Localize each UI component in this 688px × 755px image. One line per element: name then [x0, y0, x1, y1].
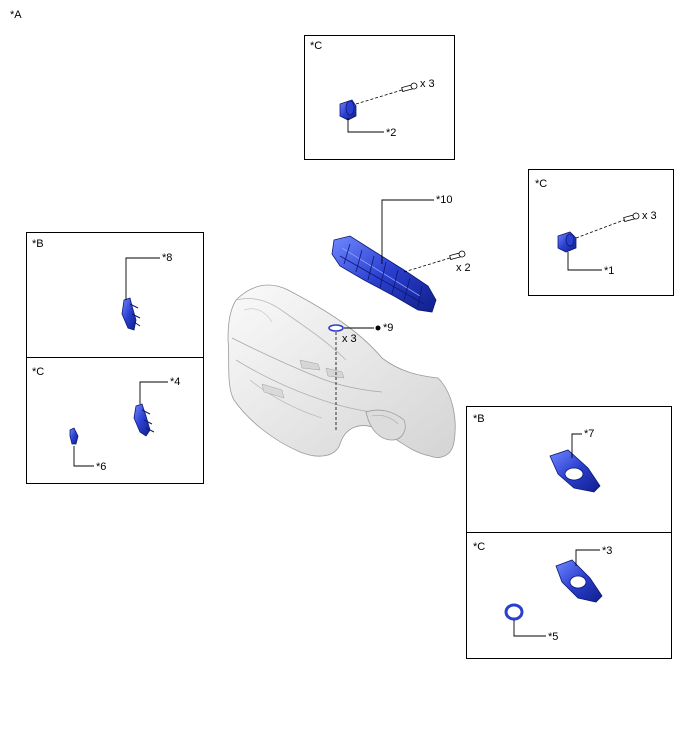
callout-6: *6 — [96, 461, 107, 473]
radiator-grille — [331, 235, 437, 313]
box-right-b-label: *B — [473, 413, 485, 425]
callout-3: *3 — [602, 545, 613, 557]
box-top-c — [304, 35, 455, 160]
callout-2: *2 — [386, 127, 397, 139]
callout-7: *7 — [584, 428, 595, 440]
callout-5: *5 — [548, 631, 559, 643]
front-bumper-cover — [227, 284, 456, 458]
part-5 — [504, 603, 524, 621]
qty-screws-top: x 3 — [420, 78, 435, 90]
box-top-c-label: *C — [310, 40, 323, 52]
callout-1: *1 — [604, 265, 615, 277]
box-right-lower-c-label: *C — [473, 541, 486, 553]
view-label: *A — [10, 9, 22, 21]
qty-screws-grille: x 2 — [456, 262, 471, 274]
box-left-c-label: *C — [32, 366, 45, 378]
callout-10: *10 — [436, 194, 453, 206]
part-2 — [339, 99, 357, 121]
box-right-c — [528, 169, 674, 296]
callout-8: *8 — [162, 252, 173, 264]
screw-icon-grille — [449, 250, 466, 260]
leader-lines — [73, 118, 602, 637]
part-3 — [555, 559, 603, 603]
screw-icon-top — [401, 82, 418, 92]
part-7 — [549, 449, 601, 493]
dashed-lines — [335, 89, 625, 430]
callout-9: *9 — [383, 322, 394, 334]
box-left-c — [26, 357, 204, 484]
bullet-dot-icon — [375, 325, 381, 331]
callout-4: *4 — [170, 376, 181, 388]
part-1 — [557, 231, 577, 253]
qty-screws-right: x 3 — [642, 210, 657, 222]
bumper-clip — [328, 324, 344, 332]
box-left-b-label: *B — [32, 238, 44, 250]
qty-clips-bumper: x 3 — [342, 333, 357, 345]
box-right-lower-c — [466, 532, 672, 659]
part-8 — [121, 297, 141, 331]
screw-icon-right — [623, 212, 640, 222]
part-4 — [133, 403, 155, 437]
box-right-c-label: *C — [535, 178, 548, 190]
part-6 — [69, 427, 79, 445]
